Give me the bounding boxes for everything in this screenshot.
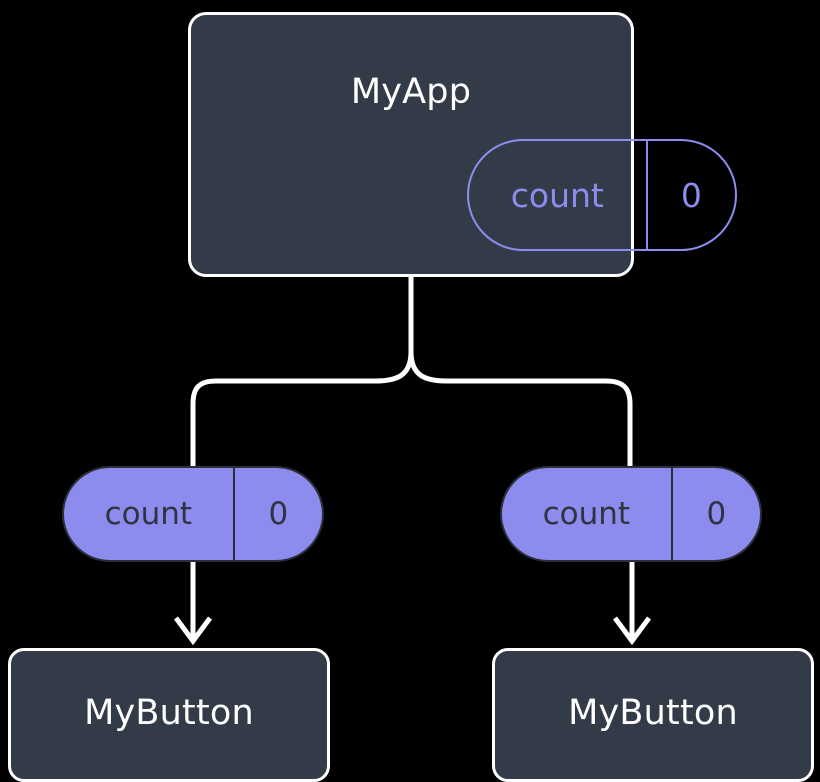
component-title-mybutton: MyButton <box>84 692 254 733</box>
prop-pill-right-count[interactable]: count 0 <box>500 466 762 562</box>
component-title-myapp: MyApp <box>350 72 472 112</box>
component-box-mybutton-left[interactable]: MyButton <box>8 648 330 782</box>
prop-pill-left-count[interactable]: count 0 <box>62 466 324 562</box>
prop-pill-key: count <box>64 468 235 560</box>
arrowhead-left-icon <box>173 616 213 646</box>
prop-pill-key: count <box>502 468 673 560</box>
component-box-myapp[interactable]: MyApp count 0 <box>188 12 737 277</box>
prop-pill-value: 0 <box>706 495 727 532</box>
edge-to-left-child <box>190 349 414 473</box>
component-box-mybutton-right[interactable]: MyButton <box>492 648 814 782</box>
component-title-mybutton: MyButton <box>568 692 738 733</box>
prop-pill-value: 0 <box>268 495 289 532</box>
state-pill-value: 0 <box>680 175 702 215</box>
state-pill-myapp-count[interactable]: count 0 <box>467 139 737 251</box>
arrowhead-right-icon <box>612 616 652 646</box>
edge-to-right-child <box>408 349 633 473</box>
state-pill-key: count <box>469 141 648 249</box>
